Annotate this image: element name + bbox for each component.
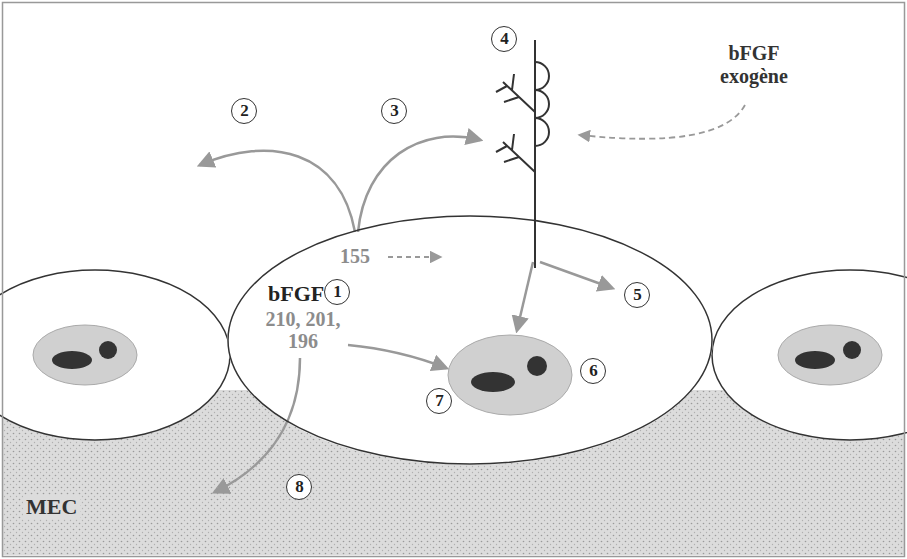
nucleolus: [52, 351, 92, 369]
nucleus: [778, 325, 882, 385]
isoform-label: 210, 201, 196: [262, 308, 344, 352]
annotation: bFGF exogène: [698, 42, 810, 88]
callout-number: 2: [231, 98, 257, 124]
callout-number: 3: [381, 98, 407, 124]
nucleolus: [527, 356, 547, 376]
receptor: [496, 40, 549, 268]
frame: [3, 3, 905, 557]
protein-name: bFGF: [268, 282, 324, 306]
arrow: [200, 105, 745, 492]
cell: [712, 270, 907, 440]
cell: [0, 270, 230, 440]
nucleolus: [843, 341, 861, 359]
nucleolus: [99, 341, 117, 359]
isoform-label: 155: [340, 245, 370, 267]
matrix-region: MEC: [3, 390, 904, 555]
nucleolus: [795, 351, 835, 369]
cell: bFGF210, 201, 196 155: [227, 215, 713, 465]
nucleus: [448, 335, 572, 415]
nucleolus: [471, 372, 515, 392]
callout-number: 4: [491, 26, 517, 52]
cell-fill: [227, 215, 713, 465]
nucleus: [33, 325, 137, 385]
region-label: MEC: [23, 495, 80, 519]
